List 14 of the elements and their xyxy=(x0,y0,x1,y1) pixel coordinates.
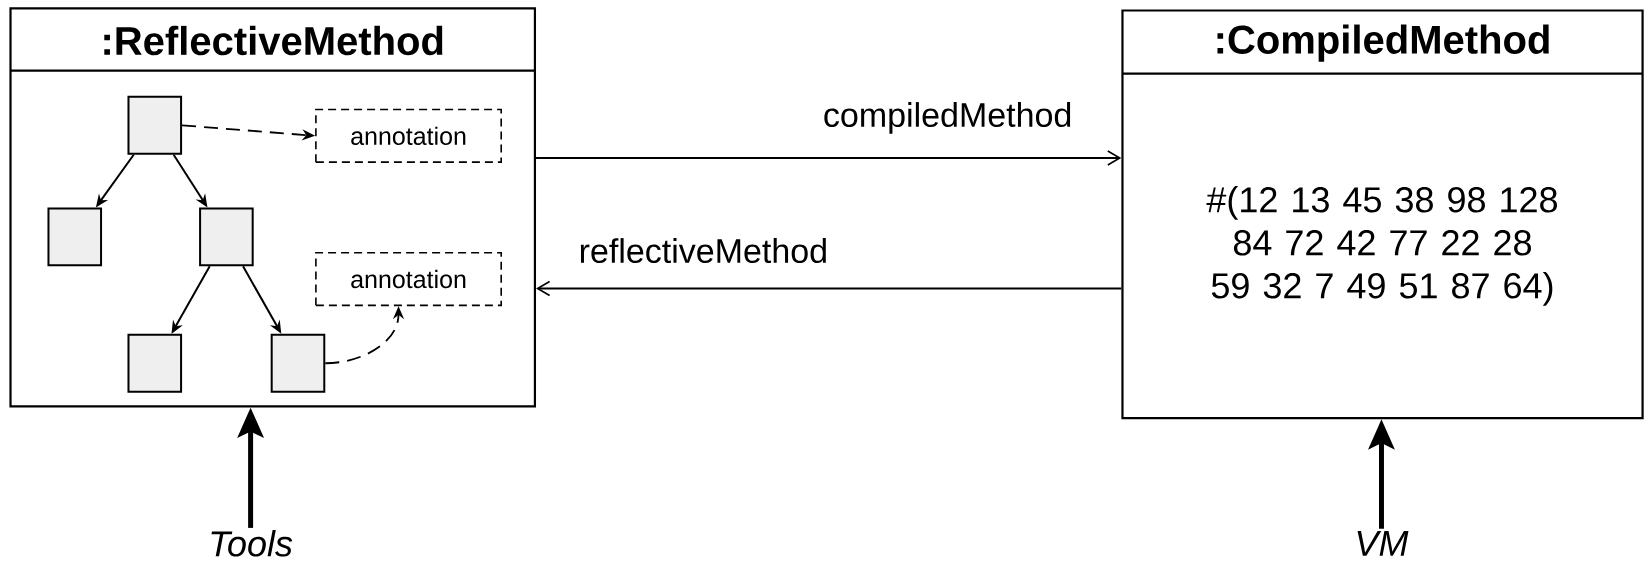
edge-label: compiledMethod xyxy=(820,100,1075,136)
tree-node-box xyxy=(47,207,103,267)
role-label: VM xyxy=(1357,530,1409,556)
tree-node-box xyxy=(127,95,183,155)
annotation-box: annotation xyxy=(315,108,502,163)
role-label: Tools xyxy=(211,530,293,557)
annotation-box: annotation xyxy=(315,251,502,307)
class-box: :CompiledMethod #(12 13 45 38 98 128 84 72 42 77 22 28 59 32 7 49 51 87 64) xyxy=(1121,9,1644,420)
arrow xyxy=(536,280,1123,297)
edge-label: reflectiveMethod xyxy=(576,236,831,266)
tree-node-box xyxy=(199,207,254,267)
tree-node-box xyxy=(270,333,326,393)
arrow xyxy=(535,150,1122,166)
tree-node-box xyxy=(127,333,183,393)
